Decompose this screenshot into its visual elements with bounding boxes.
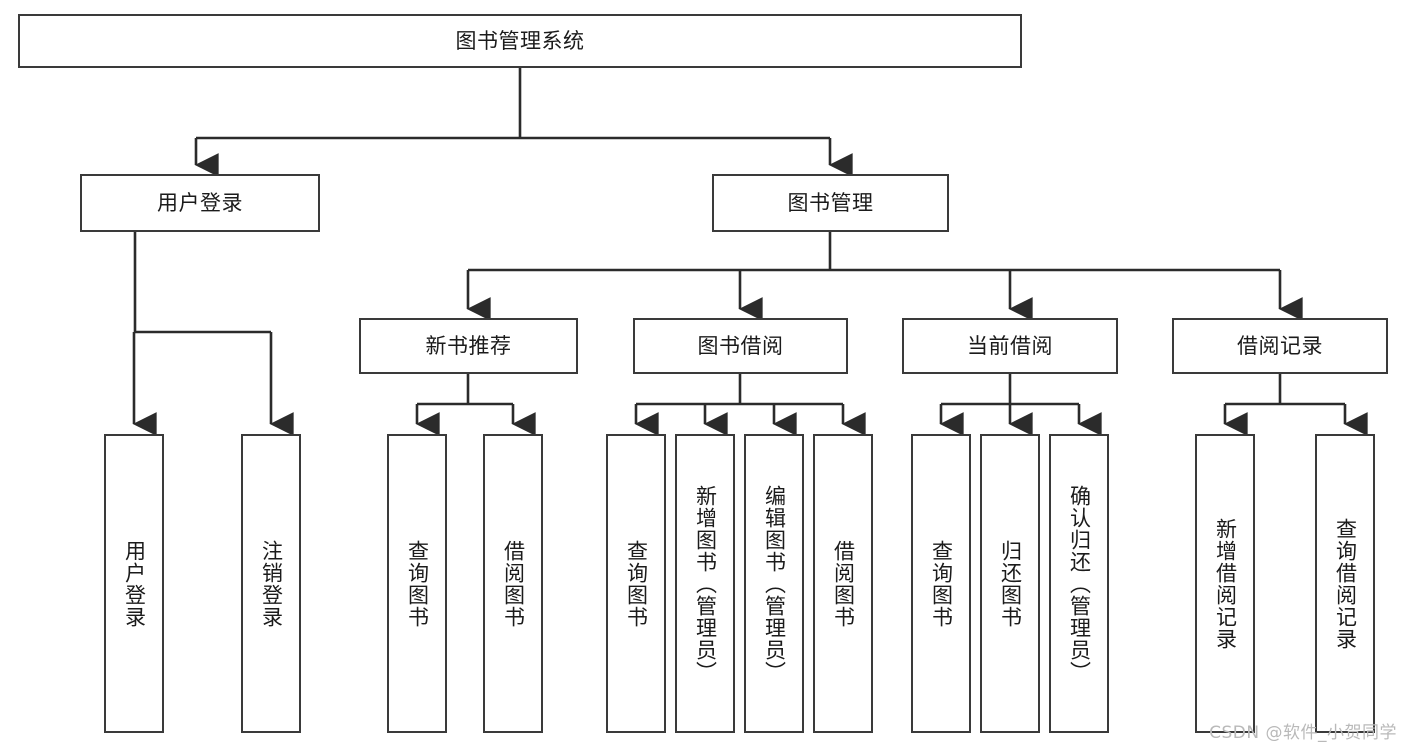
csdn-watermark: CSDN @软件_小贺同学 bbox=[1209, 723, 1397, 743]
leaf-add-borrow-record[interactable]: 新增借阅记录 bbox=[1195, 434, 1255, 733]
node-label: 借阅图书 bbox=[501, 539, 526, 628]
leaf-query-book-3[interactable]: 查询图书 bbox=[911, 434, 971, 733]
node-label: 图书管理 bbox=[787, 190, 874, 215]
node-borrow-record[interactable]: 借阅记录 bbox=[1172, 318, 1388, 374]
node-label: 查询借阅记录 bbox=[1333, 517, 1358, 650]
node-label: 查询图书 bbox=[624, 539, 649, 628]
node-book-borrow[interactable]: 图书借阅 bbox=[633, 318, 848, 374]
node-label: 图书管理系统 bbox=[455, 28, 585, 53]
node-label: 新书推荐 bbox=[425, 333, 512, 358]
node-label: 新增借阅记录 bbox=[1213, 517, 1238, 650]
node-label: 确认归还（管理员） bbox=[1067, 484, 1092, 683]
leaf-query-borrow-record[interactable]: 查询借阅记录 bbox=[1315, 434, 1375, 733]
node-label: 图书借阅 bbox=[697, 333, 784, 358]
leaf-query-book-2[interactable]: 查询图书 bbox=[606, 434, 666, 733]
node-user-login[interactable]: 用户登录 bbox=[80, 174, 320, 232]
node-label: 查询图书 bbox=[929, 539, 954, 628]
node-label: 用户登录 bbox=[122, 539, 147, 628]
leaf-user-login[interactable]: 用户登录 bbox=[104, 434, 164, 733]
node-new-book-rec[interactable]: 新书推荐 bbox=[359, 318, 578, 374]
node-book-manage[interactable]: 图书管理 bbox=[712, 174, 949, 232]
node-label: 借阅图书 bbox=[831, 539, 856, 628]
leaf-query-book-1[interactable]: 查询图书 bbox=[387, 434, 447, 733]
node-label: 注销登录 bbox=[259, 539, 284, 628]
node-root-system[interactable]: 图书管理系统 bbox=[18, 14, 1022, 68]
leaf-logout-login[interactable]: 注销登录 bbox=[241, 434, 301, 733]
node-label: 查询图书 bbox=[405, 539, 430, 628]
node-label: 当前借阅 bbox=[967, 333, 1053, 358]
node-label: 编辑图书（管理员） bbox=[762, 484, 787, 683]
node-current-borrow[interactable]: 当前借阅 bbox=[902, 318, 1118, 374]
leaf-return-book[interactable]: 归还图书 bbox=[980, 434, 1040, 733]
leaf-edit-book-admin[interactable]: 编辑图书（管理员） bbox=[744, 434, 804, 733]
node-label: 用户登录 bbox=[157, 190, 243, 215]
leaf-add-book-admin[interactable]: 新增图书（管理员） bbox=[675, 434, 735, 733]
node-label: 新增图书（管理员） bbox=[693, 484, 718, 683]
node-label: 借阅记录 bbox=[1237, 333, 1323, 358]
leaf-borrow-book-1[interactable]: 借阅图书 bbox=[483, 434, 543, 733]
node-label: 归还图书 bbox=[998, 539, 1023, 628]
leaf-confirm-return-admin[interactable]: 确认归还（管理员） bbox=[1049, 434, 1109, 733]
leaf-borrow-book-2[interactable]: 借阅图书 bbox=[813, 434, 873, 733]
